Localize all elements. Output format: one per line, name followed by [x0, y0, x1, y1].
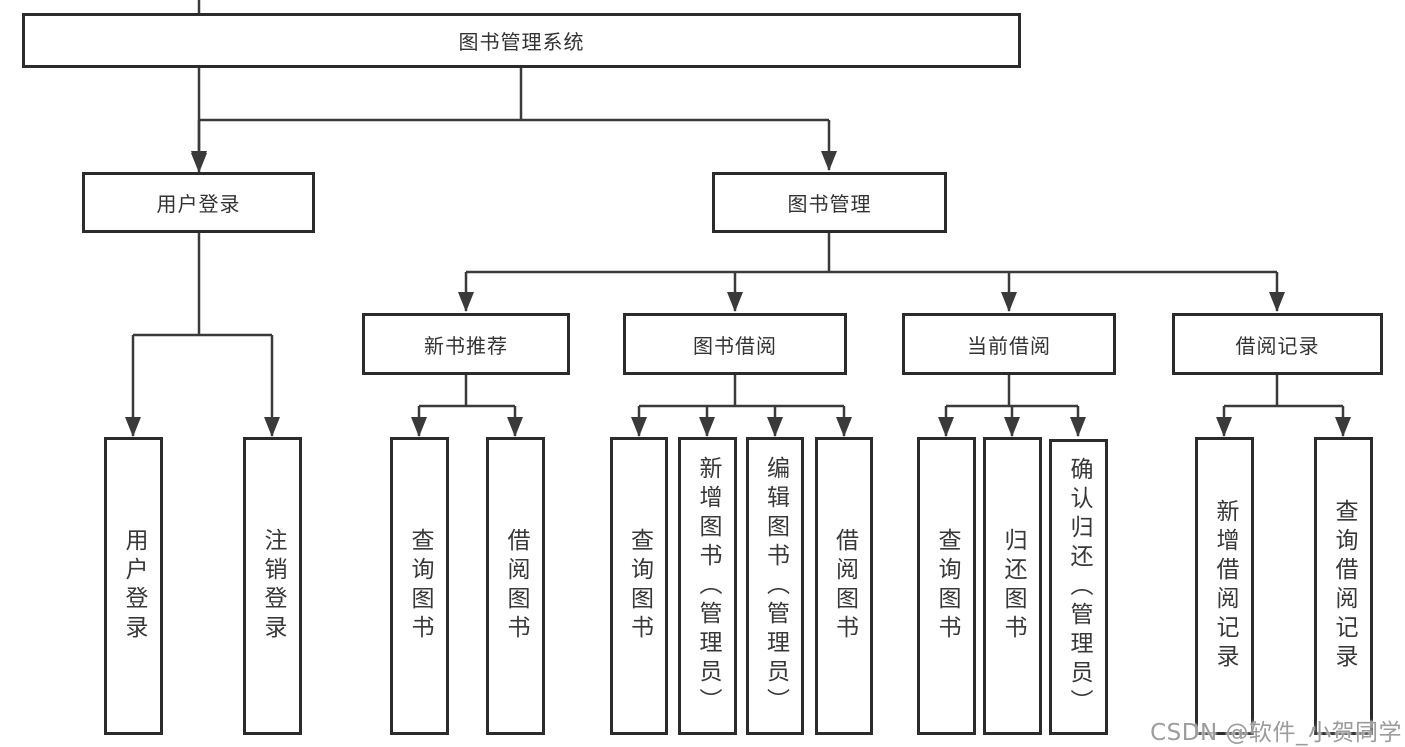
csdn-watermark: CSDN @软件_小贺同学	[1150, 720, 1402, 746]
node-query-books-2: 查询图书	[610, 437, 668, 735]
node-book-management-branch: 图书管理	[712, 172, 947, 233]
node-query-books-3: 查询图书	[917, 437, 976, 735]
node-query-books-2-label: 查询图书	[626, 528, 653, 644]
node-edit-book-admin-label: 编辑图书（管理员）	[762, 455, 789, 717]
node-book-borrowing: 图书借阅	[623, 313, 847, 375]
node-current-borrowing: 当前借阅	[902, 313, 1116, 375]
node-user-login-branch: 用户登录	[82, 172, 315, 233]
node-library-management-system: 图书管理系统	[22, 13, 1021, 68]
node-query-books-1-label: 查询图书	[407, 528, 433, 644]
node-logout: 注销登录	[243, 437, 302, 735]
node-query-borrow-record-label: 查询借阅记录	[1331, 499, 1357, 673]
node-return-book-label: 归还图书	[1000, 528, 1026, 644]
node-borrowing-records: 借阅记录	[1172, 313, 1383, 375]
node-return-book: 归还图书	[983, 437, 1042, 735]
node-confirm-return-admin: 确认归还（管理员）	[1049, 439, 1108, 735]
node-query-books-1: 查询图书	[390, 437, 449, 735]
node-confirm-return-admin-label: 确认归还（管理员）	[1066, 456, 1092, 718]
node-borrow-books-1: 借阅图书	[486, 437, 545, 735]
node-add-book-admin-label: 新增图书（管理员）	[695, 455, 721, 717]
node-user-login-label: 用户登录	[121, 528, 147, 644]
node-borrow-books-1-label: 借阅图书	[503, 528, 529, 644]
node-add-borrow-record-label: 新增借阅记录	[1212, 499, 1238, 673]
node-borrow-books-2-label: 借阅图书	[831, 528, 858, 644]
node-borrow-books-2: 借阅图书	[815, 437, 873, 735]
node-add-borrow-record: 新增借阅记录	[1195, 437, 1254, 735]
node-logout-label: 注销登录	[260, 528, 286, 644]
node-new-book-recommendation: 新书推荐	[362, 313, 570, 375]
node-query-books-3-label: 查询图书	[934, 528, 960, 644]
node-query-borrow-record: 查询借阅记录	[1314, 437, 1373, 735]
node-edit-book-admin: 编辑图书（管理员）	[746, 437, 804, 735]
node-user-login: 用户登录	[104, 437, 163, 735]
node-add-book-admin: 新增图书（管理员）	[678, 437, 737, 735]
